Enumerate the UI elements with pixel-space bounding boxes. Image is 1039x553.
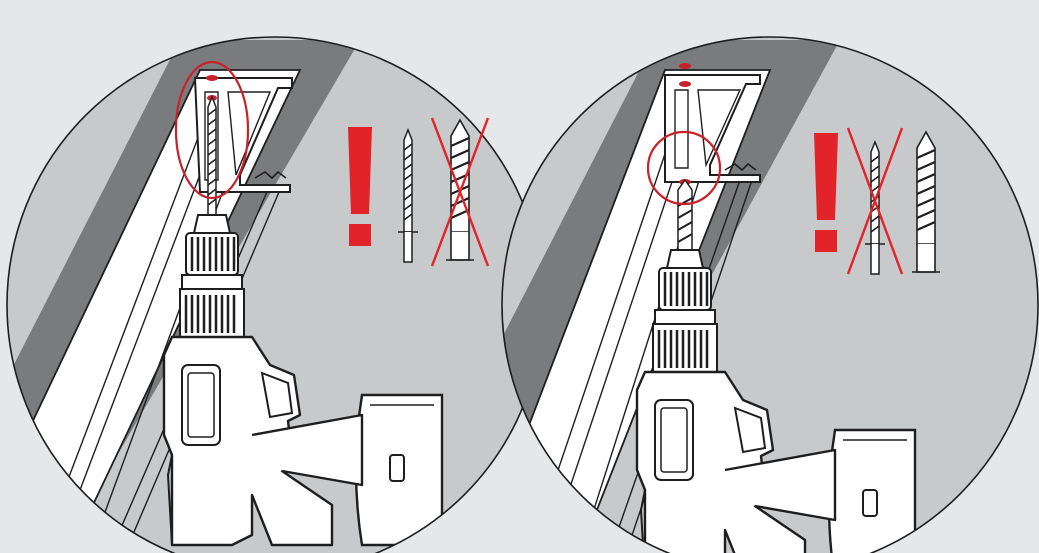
hole-marker xyxy=(679,63,691,69)
warning-exclamation-icon xyxy=(814,133,838,252)
hole-marker xyxy=(206,75,218,81)
warning-exclamation-icon xyxy=(348,127,372,246)
drill-bit-icon xyxy=(912,132,940,272)
drill-bit-icon xyxy=(678,180,692,250)
hole-marker xyxy=(679,81,691,87)
